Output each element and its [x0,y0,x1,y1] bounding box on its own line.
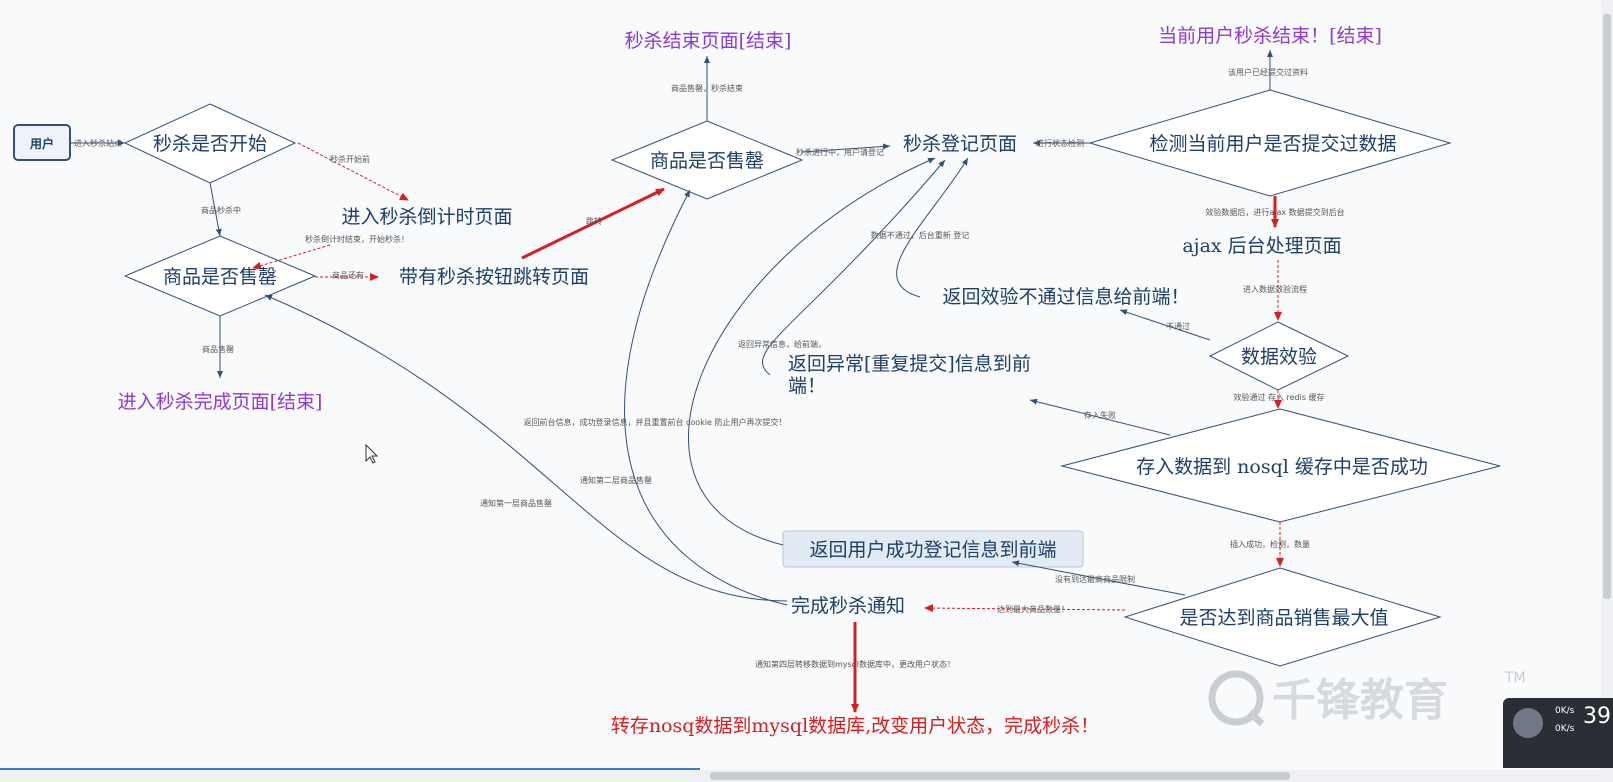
validate-label: 数据效验 [1241,346,1317,368]
edge-label-return-error: 返回异常信息，给前端， [738,339,826,349]
brand-watermark-tm: TM [1504,670,1526,686]
user-end-label: 当前用户秒杀结束！[结束] [1158,25,1382,47]
button-page-label: 带有秒杀按钮跳转页面 [399,266,589,288]
notify-done-label: 完成秒杀通知 [791,595,905,617]
edge-not-passed [1120,310,1210,340]
edge-label-data-invalid: 数据不通过，后台重新 登记 [871,230,970,240]
edge-label-seckill-ongoing: 秒杀进行中，用户请登记 [796,147,884,157]
edge-label-notify-second: 通知第二层商品售罄 [580,475,652,485]
countdown-page-label: 进入秒杀倒计时页面 [341,206,512,228]
transfer-label: 转存nosq数据到mysql数据库,改变用户状态，完成秒杀！ [611,715,1099,737]
horizontal-scrollbar-thumb[interactable] [710,772,1290,780]
vertical-scrollbar-thumb[interactable] [1603,14,1611,599]
user-node-label: 用户 [29,136,54,151]
edge-label-state-check: 进行状态检测 [1036,138,1084,148]
brand-watermark: 千锋教育 TM [1212,670,1526,726]
edge-label-validation-flow: 进入数据效验流程 [1243,284,1307,294]
max-reached-label: 是否达到商品销售最大值 [1179,607,1388,629]
edge-notify-first [265,295,787,601]
soldout-check-1-label: 商品是否售罄 [163,266,277,288]
edge-label-notify-first: 通知第一层商品售罄 [480,498,552,508]
edge-label-countdown-over: 秒杀倒计时结束，开始秒杀！ [305,234,409,244]
register-page-label: 秒杀登记页面 [903,133,1017,155]
edge-label-after-verify: 效验数据后，进行ajax 数据提交到后台 [1205,207,1344,217]
brand-watermark-text: 千锋教育 [1272,675,1448,726]
horizontal-scrollbar[interactable] [0,770,1613,782]
store-nosql-label: 存入数据到 nosql 缓存中是否成功 [1136,456,1428,478]
edge-notify-second [625,190,787,605]
edge-label-jump: 跳转 [586,216,602,226]
check-submitted-label: 检测当前用户是否提交过数据 [1149,133,1396,155]
edge-label-not-passed: 不通过 [1166,321,1190,331]
return-dup-label-line2: 端！ [788,375,826,397]
complete-page-label: 进入秒杀完成页面[结束] [118,391,323,413]
edge-label-not-started: 秒杀开始前 [330,154,370,164]
edge-label-notify-fourth: 通知第四层转移数据到mysql数据库中，更改用户状态！ [755,659,955,669]
return-invalid-label: 返回效验不通过信息给前端！ [942,286,1189,308]
edge-return-front [688,158,935,545]
network-speed-widget[interactable]: 0K/s 0K/s 39 [1503,698,1613,768]
upload-speed: 0K/s [1555,706,1574,716]
ajax-page-label: ajax 后台处理页面 [1182,235,1341,257]
download-speed: 0K/s [1555,724,1574,734]
start-check-label: 秒杀是否开始 [153,133,267,155]
edge-data-invalid [897,158,968,297]
flowchart: 用户 秒杀是否开始 进入秒杀倒计时页面 商品是否售罄 带有秒杀按钮跳转页面 进入… [0,0,1600,770]
edge-label-reached-max: 达到最大商品数量！ [997,604,1069,614]
edge-label-in-stock: 商品还有 [332,270,364,280]
edge-label-sold-out-end: 商品售罄，秒杀结束 [671,83,743,93]
mouse-cursor-icon [366,445,377,463]
edge-label-sold-out: 商品售罄 [202,344,234,354]
edge-not-started [298,143,408,200]
edge-label-save-failed: 存入失败 [1084,410,1116,420]
end-page-label: 秒杀结束页面[结束] [625,30,792,52]
return-dup-label-line1: 返回异常[重复提交]信息到前 [788,353,1031,375]
edge-label-in-progress: 商品秒杀中 [201,205,241,215]
edge-label-not-max: 没有到达最高商品限制 [1055,574,1135,584]
edge-label-insert-ok: 插入成功，检测，数量 [1230,539,1310,549]
edge-label-verify-passed: 效验通过 存入 redis 缓存 [1233,392,1324,402]
widget-avatar-icon [1513,708,1543,738]
vertical-scrollbar[interactable] [1601,0,1613,770]
widget-counter: 39 [1583,704,1611,729]
soldout-check-2-label: 商品是否售罄 [650,150,764,172]
edge-label-enter-site: 进入秒杀站点 [74,138,122,148]
return-success-label: 返回用户成功登记信息到前端 [809,539,1056,561]
edge-label-already-submitted: 该用户已经提交过资料 [1228,67,1308,77]
edge-label-return-front: 返回前台信息，成功登录信息，并且重置前台 cookie 防止用户再次提交！ [523,417,786,427]
